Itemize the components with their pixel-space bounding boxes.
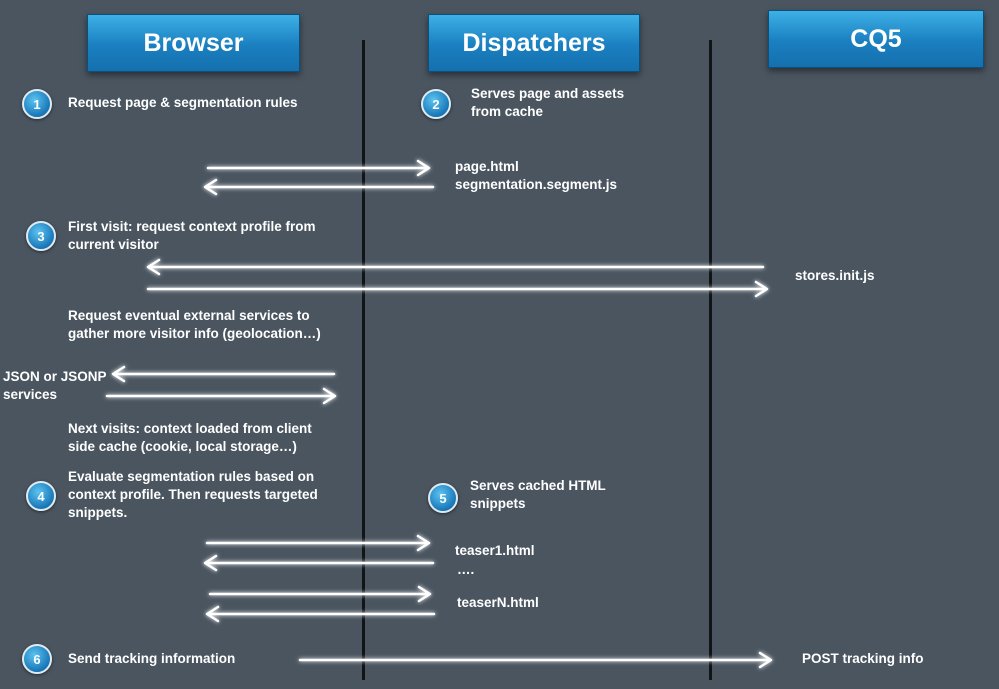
browser-column-header: Browser xyxy=(87,14,300,72)
arrow-teaserN-response xyxy=(205,605,436,623)
lifeline-browser-dispatchers xyxy=(362,40,365,680)
arrow-teaser1-request xyxy=(205,534,431,552)
arrow-teaserN-request xyxy=(208,585,432,603)
step-5-badge: 5 xyxy=(428,483,458,513)
stores-init-label: stores.init.js xyxy=(795,268,875,283)
post-tracking-label: POST tracking info xyxy=(802,651,924,666)
step-6-text: Send tracking information xyxy=(68,651,236,666)
arrow-stores-request xyxy=(146,280,769,298)
step-5-text: Serves cached HTML snippets xyxy=(470,478,606,511)
step-6-badge: 6 xyxy=(22,644,52,674)
step-2-badge: 2 xyxy=(421,89,451,119)
teaserN-label: teaserN.html xyxy=(457,595,539,610)
step-2-text: Serves page and assets from cache xyxy=(471,86,625,119)
arrow-page-response xyxy=(203,178,435,196)
arrow-teaser1-response xyxy=(203,554,435,572)
cq5-column-header: CQ5 xyxy=(768,10,984,68)
teaser1-label: teaser1.html xyxy=(455,543,535,558)
arrow-request-page xyxy=(206,159,431,177)
ellipsis-label: …. xyxy=(457,562,475,577)
step-4-badge: 4 xyxy=(26,481,56,511)
arrow-json-response xyxy=(111,365,336,383)
next-visits-label: Next visits: context loaded from client … xyxy=(68,421,312,454)
step-1-text: Request page & segmentation rules xyxy=(68,95,298,110)
lifeline-dispatchers-cq5 xyxy=(709,40,712,680)
page-files-label: page.html segmentation.segment.js xyxy=(455,159,618,192)
arrow-stores-response xyxy=(146,258,765,276)
step-4-text: Evaluate segmentation rules based on con… xyxy=(68,469,318,520)
step-1-badge: 1 xyxy=(22,89,52,119)
step-3-badge: 3 xyxy=(26,221,56,251)
external-services-label: Request eventual external services to ga… xyxy=(68,308,321,341)
dispatchers-column-header: Dispatchers xyxy=(428,14,640,72)
arrow-post-tracking xyxy=(298,651,773,669)
arrow-json-request xyxy=(105,387,337,405)
step-3-text: First visit: request context profile fro… xyxy=(68,219,316,252)
json-services-label: JSON or JSONP services xyxy=(3,369,107,402)
